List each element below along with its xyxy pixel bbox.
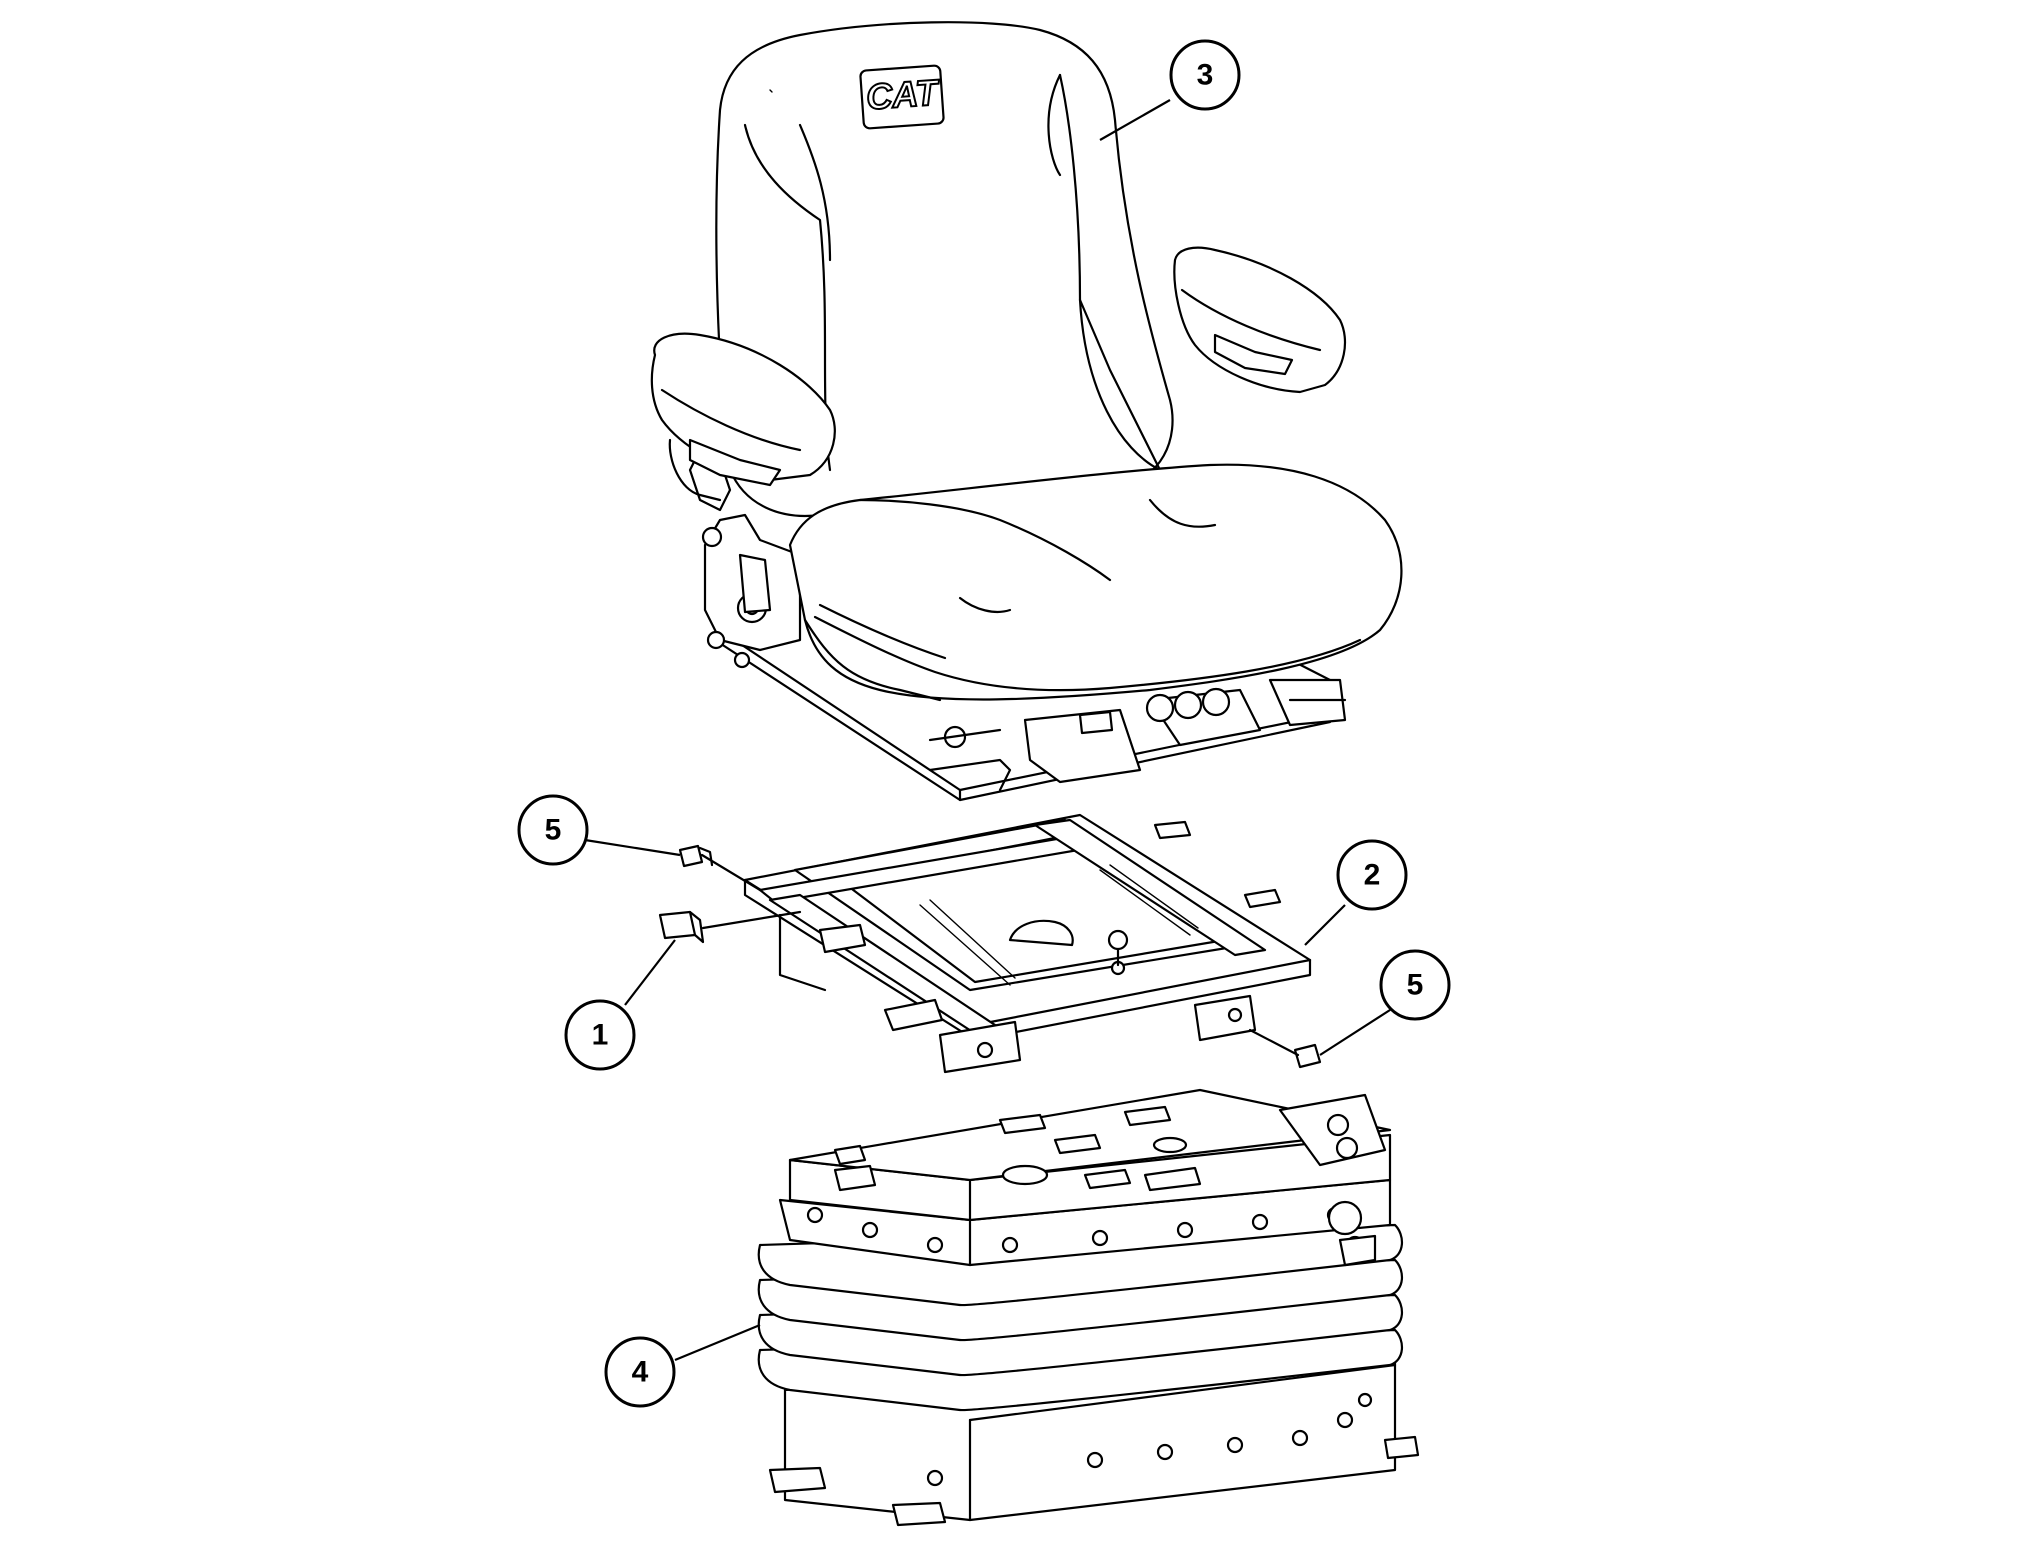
seat-armrest-left	[650, 332, 836, 502]
callout-3-label: 3	[1197, 59, 1214, 92]
callout-1-label: 1	[592, 1019, 609, 1052]
seat-slide-frame	[743, 813, 1312, 1074]
operator-seat: CAT	[650, 21, 1403, 802]
seat-backrest: CAT	[715, 21, 1174, 517]
bolt-left	[678, 844, 762, 892]
callout-2: 2	[1304, 839, 1408, 946]
bolt-right	[1248, 1028, 1322, 1069]
callout-2-label: 2	[1364, 859, 1381, 892]
cat-logo-text: CAT	[865, 71, 942, 117]
seat-cushion	[788, 463, 1403, 702]
seat-side-mechanism	[688, 448, 802, 669]
callout-4-label: 4	[632, 1356, 649, 1389]
callout-5-left: 5	[517, 794, 681, 866]
slide-clip	[658, 910, 802, 944]
callout-3: 3	[1099, 39, 1241, 141]
callout-1: 1	[564, 939, 676, 1071]
cat-logo: CAT	[859, 64, 945, 130]
callout-4: 4	[604, 1323, 761, 1408]
seat-suspension	[757, 1088, 1420, 1527]
callout-5-right-label: 5	[1407, 969, 1424, 1002]
slide-rack-teeth	[919, 864, 1199, 986]
callout-5-left-label: 5	[545, 814, 562, 847]
callout-5-right: 5	[1319, 949, 1451, 1056]
seat-armrest-right	[1173, 246, 1347, 394]
